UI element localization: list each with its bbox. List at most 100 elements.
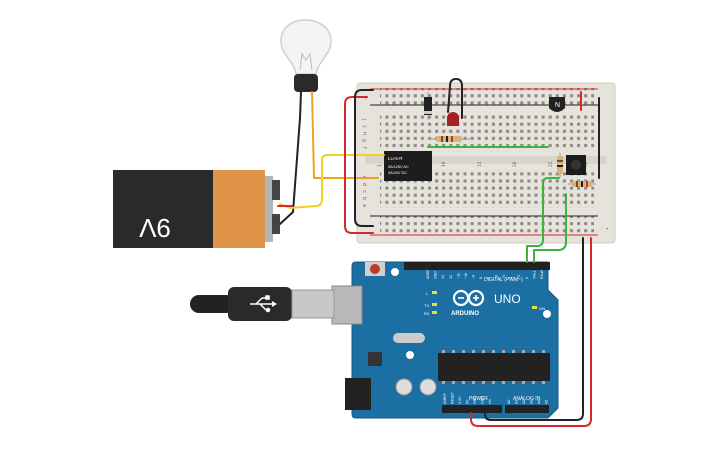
npn-transistor: N xyxy=(549,97,565,112)
digital-pin-label: AREF xyxy=(426,269,430,279)
digital-pin-label: 4 xyxy=(510,277,514,279)
digital-pin-label: GND xyxy=(434,271,438,279)
analog-label: ANALOG IN xyxy=(513,396,541,402)
wire-battery-yellow xyxy=(279,154,385,209)
power-header xyxy=(442,405,502,413)
power-pin-label: IOREF xyxy=(443,392,447,404)
digital-pin-label: ~10 xyxy=(464,273,468,279)
power-pin-label: Vin xyxy=(488,399,492,404)
wire-green-pin3 xyxy=(533,193,567,263)
column-number: 1 xyxy=(377,164,383,167)
digital-pin-label: ~11 xyxy=(456,273,460,279)
capacitor xyxy=(419,378,437,396)
row-letter: h xyxy=(361,132,367,135)
board-brand: ARDUINO xyxy=(451,311,479,317)
digital-pin-label: TX▸1 xyxy=(532,271,536,279)
row-letter: b xyxy=(361,197,367,200)
capacitor xyxy=(395,378,413,396)
digital-pin-label: 8 xyxy=(479,277,483,279)
wire-bulb-orange xyxy=(311,91,379,179)
bottom-power-rail xyxy=(380,216,594,234)
power-pin-label: GND xyxy=(481,396,485,404)
power-jack xyxy=(345,378,371,410)
reset-button[interactable] xyxy=(370,264,380,274)
resistor xyxy=(428,136,470,142)
mounting-hole xyxy=(391,268,399,276)
row-letter: c xyxy=(361,190,367,193)
power-pin-label: 5V xyxy=(466,399,470,404)
relay-part-label: LU-5-R xyxy=(388,156,403,161)
row-letter: g xyxy=(361,139,367,142)
usb-port xyxy=(331,285,363,325)
led-on xyxy=(532,306,537,309)
battery-terminal-cap xyxy=(265,176,273,242)
wire-left-red xyxy=(344,96,374,234)
relay: LU-5-R 3A/125V AC 3A/24V DC xyxy=(384,151,432,181)
row-letter: a xyxy=(361,204,367,207)
row-letter: j xyxy=(361,118,367,121)
arduino-logo-icon xyxy=(452,289,485,307)
red-led xyxy=(447,112,459,126)
analog-header xyxy=(505,405,549,413)
digital-pin-label: 7 xyxy=(487,277,491,279)
digital-pin-label: 2 xyxy=(525,277,529,279)
battery-terminal-positive xyxy=(272,180,280,200)
wire-gnd-black xyxy=(484,237,584,421)
battery-label: 9V xyxy=(138,213,170,243)
mounting-hole xyxy=(543,310,551,318)
led-rx-label: RX xyxy=(424,311,430,316)
digital-pin-label: ~3 xyxy=(517,275,521,279)
voltage-regulator xyxy=(368,352,382,366)
push-button[interactable] xyxy=(566,155,586,175)
mounting-hole xyxy=(406,351,414,359)
led-l xyxy=(432,291,437,294)
crystal-oscillator xyxy=(393,333,425,343)
digital-pin-label: RX◂0 xyxy=(540,270,544,279)
resistor xyxy=(568,181,596,187)
battery-body-dark xyxy=(113,170,213,248)
battery-body-orange xyxy=(213,170,265,248)
rail-minus-label: - xyxy=(606,226,609,233)
digital-pin-label: ~6 xyxy=(494,275,498,279)
digital-label: DIGITAL (PWM~) xyxy=(484,277,523,283)
transistor-label: N xyxy=(555,102,560,109)
led-on-label: ON xyxy=(539,306,545,311)
battery-9v: 9V xyxy=(113,170,280,248)
board-model: UNO xyxy=(494,292,521,306)
usb-symbol-icon xyxy=(250,295,277,313)
digital-pin-label: 12 xyxy=(449,275,453,279)
bulb-glass xyxy=(280,19,332,75)
bulb-filament xyxy=(299,52,313,71)
analog-pin-label: A5 xyxy=(545,400,549,404)
digital-header xyxy=(404,262,550,270)
usb-cable-wire xyxy=(190,295,235,313)
column-number: 20 xyxy=(512,161,518,167)
rail-plus-label: + xyxy=(364,95,368,102)
top-power-rail xyxy=(380,88,594,106)
wire-bulb-black xyxy=(279,91,302,225)
wire-green-pin2 xyxy=(526,177,560,263)
digital-pin-label: ~9 xyxy=(472,275,476,279)
led-tx-label: TX xyxy=(424,303,429,308)
power-pin-label: 3.3V xyxy=(458,396,462,404)
analog-pin-label: A3 xyxy=(530,400,534,404)
arduino-uno-board: UNO ARDUINO DIGITAL (PWM~) POWER ANALOG … xyxy=(331,261,559,419)
upper-terminal-strip xyxy=(380,112,594,150)
analog-pin-label: A4 xyxy=(537,400,541,404)
light-bulb xyxy=(280,19,332,92)
usb-cable xyxy=(190,287,335,321)
power-label: POWER xyxy=(469,396,488,402)
row-letter: d xyxy=(361,183,367,186)
wire-5v-red xyxy=(470,237,592,427)
row-letter: f xyxy=(361,146,367,149)
column-number: 10 xyxy=(441,161,447,167)
row-letter: i xyxy=(361,125,367,128)
led-l-label: L xyxy=(426,291,429,296)
column-number: 25 xyxy=(548,161,554,167)
relay-rating-2: 3A/24V DC xyxy=(388,171,407,175)
resistor xyxy=(557,153,563,177)
digital-pin-label: 13 xyxy=(441,275,445,279)
wire-left-black xyxy=(354,89,374,227)
digital-pin-label: ~5 xyxy=(502,275,506,279)
led-tx xyxy=(432,303,437,306)
